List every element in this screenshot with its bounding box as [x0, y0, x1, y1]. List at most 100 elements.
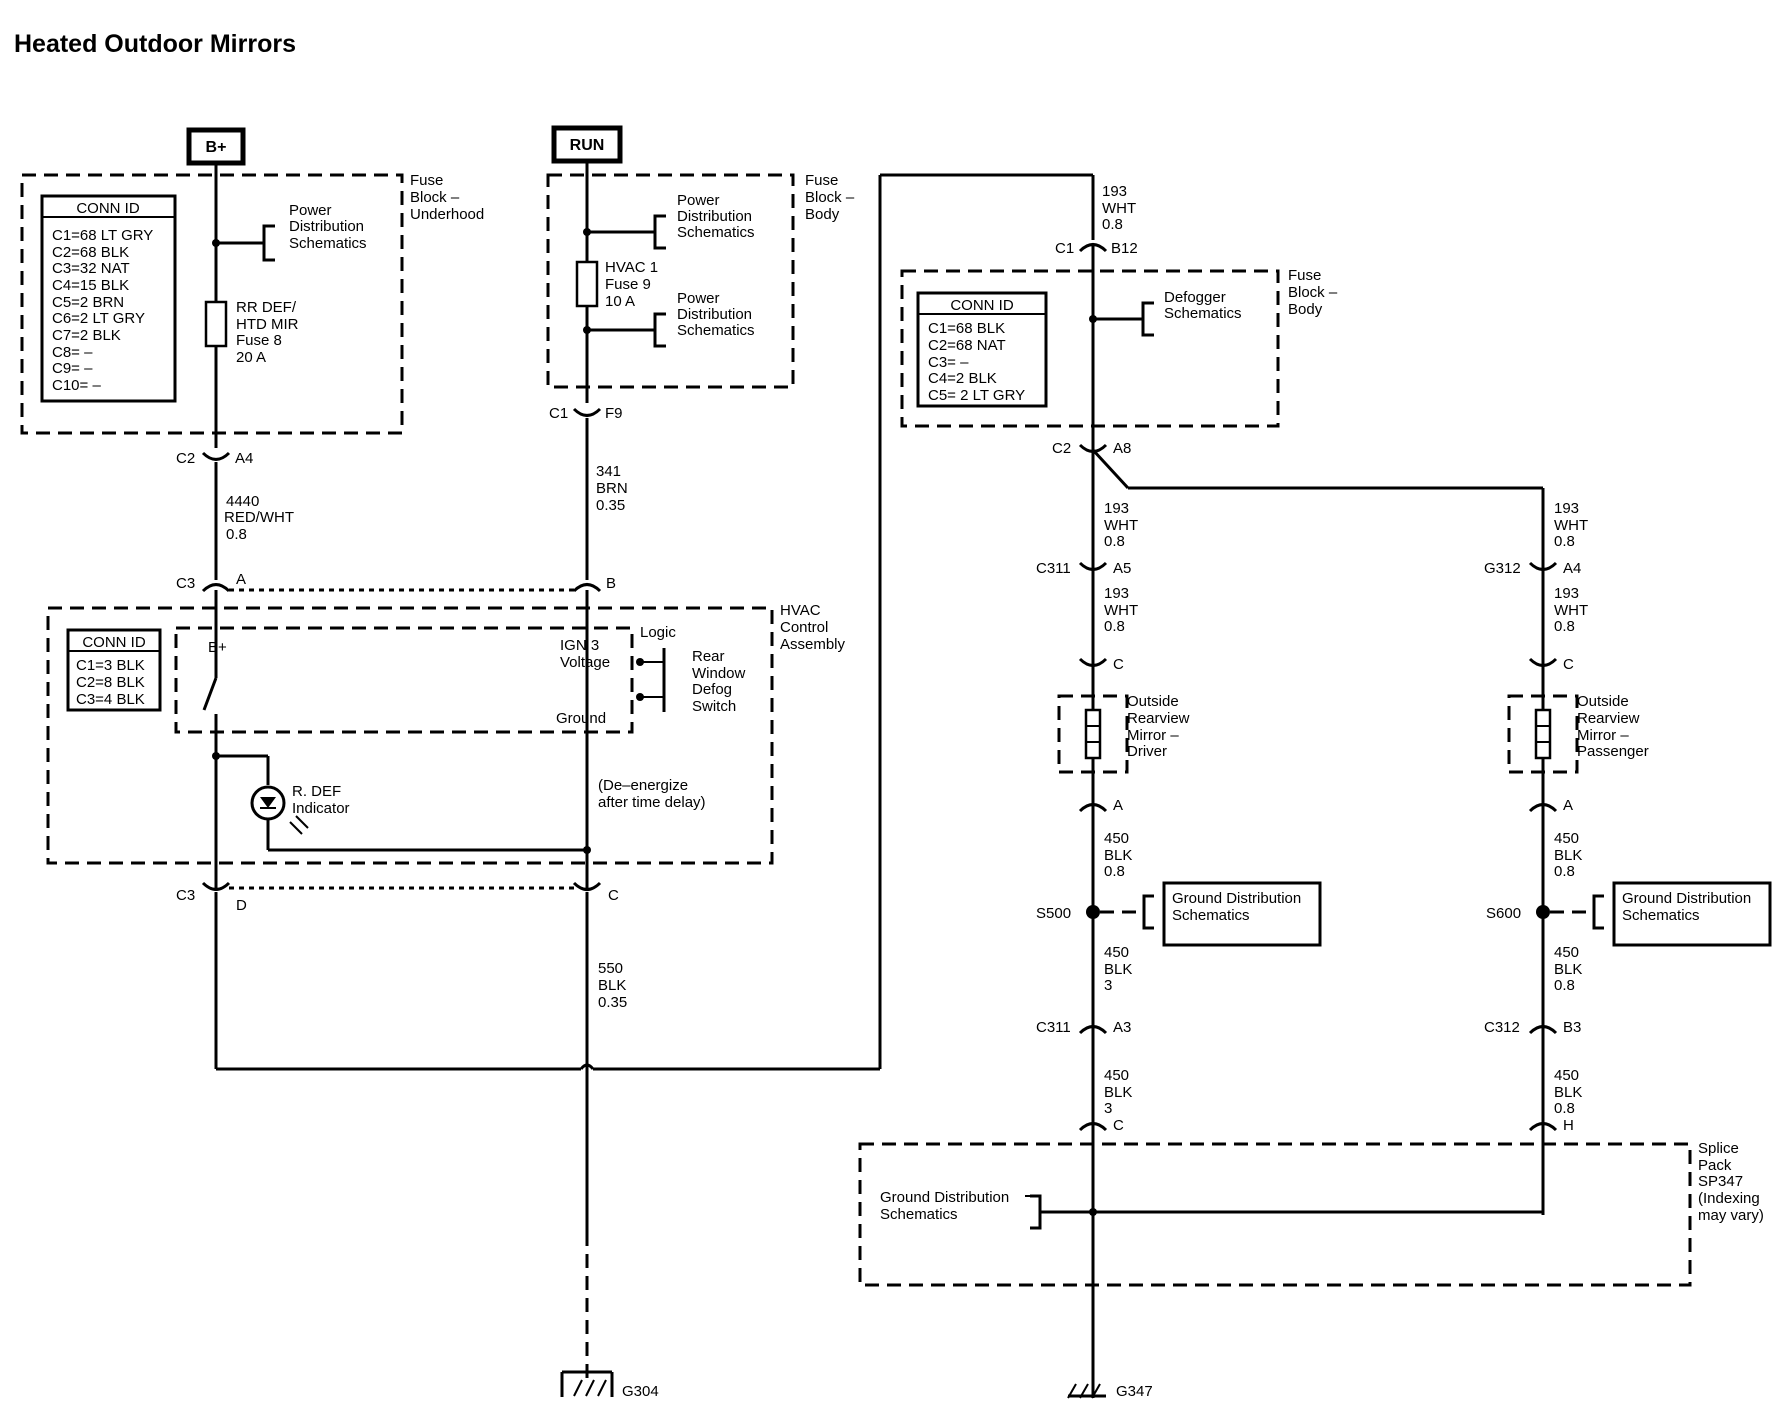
conn-id-body-1: C1=68 BLK [928, 320, 1005, 337]
fuse8-label-2: HTD MIR [236, 316, 299, 333]
power-dist-run-2-b: Distribution [677, 306, 752, 323]
conn-c311-a5-right: A5 [1113, 560, 1131, 577]
conn-c311-a5-left: C311 [1036, 560, 1071, 577]
conn-id-body-3: C3= – [928, 354, 969, 371]
conn-id-underhood-10: C10= – [52, 377, 101, 394]
hvac-note-1: (De–energize [598, 777, 688, 794]
conn-id-body-5: C5= 2 LT GRY [928, 387, 1025, 404]
fuse-block-underhood: Fuse Block – Underhood CONN ID C1=68 LT … [20, 172, 484, 435]
conn-id-title-hvac: CONN ID [82, 634, 146, 651]
conn-id-hvac-2: C2=8 BLK [76, 674, 145, 691]
conn-pass-a: A [1563, 797, 1573, 814]
conn-id-hvac-3: C3=4 BLK [76, 691, 145, 708]
fuse9-label-3: 10 A [605, 293, 635, 310]
conn-c3-a-left: C3 [176, 575, 195, 592]
conn-c3-a-right: A [236, 571, 246, 588]
fuse8-label-1: RR DEF/ [236, 299, 297, 316]
conn-c1-b12-right: B12 [1111, 240, 1138, 257]
wire-550-2: BLK [598, 977, 626, 994]
conn-c-label: C [608, 887, 619, 904]
power-dist-run-1-b: Distribution [677, 208, 752, 225]
fuse-block-body-right-label-3: Body [1288, 301, 1323, 318]
bplus-label: B+ [206, 139, 227, 156]
wire-450-pass-3-a: 450 [1554, 1067, 1579, 1084]
ground-g304: G304 [622, 1383, 659, 1400]
wire-4440-3: 0.8 [226, 526, 247, 543]
switch-label-4: Switch [692, 698, 736, 715]
conn-drv-c: C [1113, 656, 1124, 673]
splice-pack-ground-dist-2: Schematics [880, 1206, 958, 1223]
hvac-label-2: Control [780, 619, 828, 636]
wire-450-pass-3-b: BLK [1554, 1084, 1582, 1101]
wire-450-pass-3-c: 0.8 [1554, 1100, 1575, 1117]
wire-193-drv-2-c: 0.8 [1104, 618, 1125, 635]
splice-pack-label-3: SP347 [1698, 1173, 1743, 1190]
conn-c3-d-right: D [236, 897, 247, 914]
conn-id-underhood-1: C1=68 LT GRY [52, 227, 153, 244]
fuse-block-underhood-label-2: Block – [410, 189, 460, 206]
switch-label-2: Window [692, 665, 746, 682]
run-source: RUN [551, 125, 623, 164]
hvac-note-2: after time delay) [598, 794, 706, 811]
wire-4440-2: RED/WHT [224, 509, 294, 526]
conn-c312-b3-left: C312 [1484, 1019, 1520, 1036]
conn-id-underhood-3: C3=32 NAT [52, 260, 130, 277]
conn-c2-a8-right: A8 [1113, 440, 1131, 457]
hvac-bplus: B+ [208, 639, 227, 656]
fuse-block-body-run-label-1: Fuse [805, 172, 838, 189]
conn-c1-f9-right: F9 [605, 405, 623, 422]
conn-sp-c: C [1113, 1117, 1124, 1134]
bplus-source: B+ [186, 127, 246, 166]
wire-450-drv-1-b: BLK [1104, 847, 1132, 864]
wire-450-pass-1-a: 450 [1554, 830, 1579, 847]
wire-193-drv-1-b: WHT [1104, 517, 1138, 534]
splice-pack-label-5: may vary) [1698, 1207, 1764, 1224]
power-dist-run-1-a: Power [677, 192, 720, 209]
defogger-label-2: Schematics [1164, 305, 1242, 322]
wire-450-drv-1-c: 0.8 [1104, 863, 1125, 880]
mirror-passenger-label-4: Passenger [1577, 743, 1649, 760]
ground-g347: G347 [1116, 1383, 1153, 1400]
fuse-block-body-right: Fuse Block – Body CONN ID C1=68 BLK C2=6… [900, 267, 1338, 428]
fuse-block-body-right-label-2: Block – [1288, 284, 1338, 301]
ign3-label-2: Voltage [560, 654, 610, 671]
defogger-label-1: Defogger [1164, 289, 1226, 306]
conn-id-hvac-1: C1=3 BLK [76, 657, 145, 674]
indicator-label-2: Indicator [292, 800, 350, 817]
wire-450-drv-2-b: BLK [1104, 961, 1132, 978]
conn-drv-a: A [1113, 797, 1123, 814]
wire-193-drv-2-b: WHT [1104, 602, 1138, 619]
hvac-control-assembly: HVAC Control Assembly CONN ID C1=3 BLK C… [46, 590, 846, 890]
wire-193-drv-2-a: 193 [1104, 585, 1129, 602]
ign3-label-1: IGN 3 [560, 637, 599, 654]
ground-dist-drv-2: Schematics [1172, 907, 1250, 924]
mirror-driver-label-2: Rearview [1127, 710, 1190, 727]
ground-dist-pass-1: Ground Distribution [1622, 890, 1751, 907]
fuse-block-body-run: Fuse Block – Body Power Distribution Sch… [546, 172, 855, 389]
wire-450-pass-1-c: 0.8 [1554, 863, 1575, 880]
splice-pack-label-1: Splice [1698, 1140, 1739, 1157]
splice-s500: S500 [1036, 905, 1071, 922]
splice-pack-label-2: Pack [1698, 1157, 1732, 1174]
power-dist-underhood-3: Schematics [289, 235, 367, 252]
wire-450-drv-3-a: 450 [1104, 1067, 1129, 1084]
ground-dist-drv-1: Ground Distribution [1172, 890, 1301, 907]
wire-341-2: BRN [596, 480, 628, 497]
wire-450-drv-2-c: 3 [1104, 977, 1112, 994]
power-dist-run-2-c: Schematics [677, 322, 755, 339]
conn-c2-a4-left: C2 [176, 450, 195, 467]
indicator-label-1: R. DEF [292, 783, 341, 800]
wire-450-drv-2-a: 450 [1104, 944, 1129, 961]
hvac-ground-label: Ground [556, 710, 606, 727]
wire-4440-1: 4440 [226, 493, 259, 510]
wire-341-3: 0.35 [596, 497, 625, 514]
conn-id-underhood-4: C4=15 BLK [52, 277, 129, 294]
conn-c1-f9-left: C1 [549, 405, 568, 422]
wire-193-drv-1-a: 193 [1104, 500, 1129, 517]
mirror-driver-label-4: Driver [1127, 743, 1167, 760]
conn-g312-a4-left: G312 [1484, 560, 1521, 577]
conn-c2-a4-right: A4 [235, 450, 253, 467]
conn-id-title-body: CONN ID [950, 297, 1014, 314]
wire-193-top-1: 193 [1102, 183, 1127, 200]
